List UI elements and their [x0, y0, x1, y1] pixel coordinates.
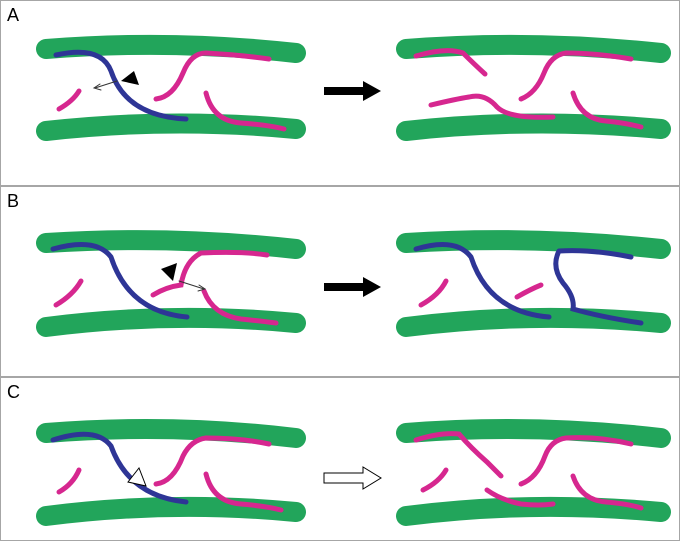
panel-label-b: B	[7, 191, 20, 211]
panel-b-diagram	[36, 230, 671, 337]
filled-arrowhead-marker	[161, 263, 177, 281]
pink-strand	[413, 48, 488, 77]
panel-c: C	[0, 377, 680, 541]
pink-strand	[203, 90, 287, 132]
pink-strand	[418, 278, 449, 308]
panel-c-diagram	[36, 419, 671, 526]
panel-b: B	[0, 186, 680, 377]
panel-label-c: C	[7, 382, 20, 402]
panel-a-diagram	[36, 34, 671, 141]
top-chromatid	[36, 419, 306, 448]
pink-strand	[514, 282, 544, 300]
site-arrow-line	[178, 280, 205, 290]
blue-strand	[553, 248, 644, 326]
pink-strand	[413, 431, 504, 479]
pink-strand	[153, 50, 272, 102]
blue-strand	[50, 431, 189, 505]
top-chromatid	[396, 230, 671, 259]
outline-arrow	[323, 466, 382, 490]
top-chromatid	[36, 230, 306, 259]
pink-strand	[570, 473, 644, 511]
pink-strand	[420, 467, 449, 493]
top-chromatid	[396, 34, 671, 63]
filled-arrowhead-marker	[121, 71, 139, 85]
site-arrow-head	[197, 284, 207, 292]
bottom-chromatid	[396, 496, 671, 526]
blue-strand	[53, 49, 189, 122]
filled-arrow	[324, 277, 381, 297]
top-chromatid	[396, 419, 671, 448]
pink-strand	[484, 487, 556, 508]
filled-arrow	[324, 81, 381, 101]
site-arrow-line	[94, 80, 118, 89]
pink-strand	[56, 467, 82, 495]
blue-strand	[50, 242, 190, 320]
pink-strand	[518, 435, 634, 487]
pink-strand	[150, 249, 270, 298]
pink-strand	[203, 471, 284, 513]
bottom-chromatid	[36, 496, 306, 526]
blue-strand	[413, 242, 552, 320]
top-chromatid	[36, 34, 306, 63]
pink-strand	[153, 435, 272, 487]
pink-strand	[518, 50, 634, 102]
pink-strand	[53, 278, 84, 308]
panel-a: A	[0, 0, 680, 186]
pink-strand	[570, 90, 644, 130]
pink-strand	[428, 93, 556, 120]
site-arrow-head	[92, 83, 102, 91]
panel-label-a: A	[7, 5, 20, 25]
pink-strand	[56, 88, 82, 112]
pink-strand	[201, 288, 279, 326]
outline-arrowhead-marker	[127, 467, 147, 487]
